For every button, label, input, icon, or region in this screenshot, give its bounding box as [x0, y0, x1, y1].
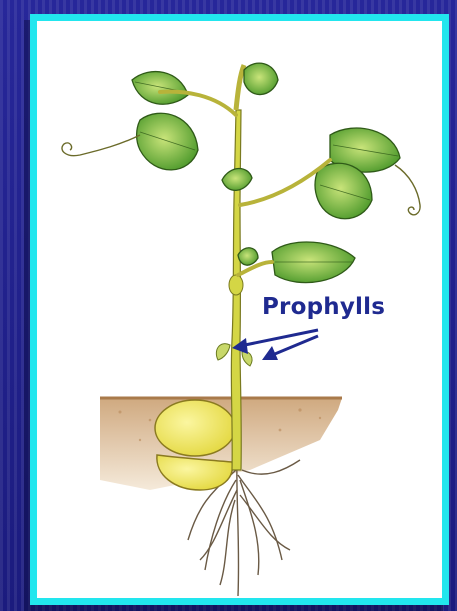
seed-cotyledons [155, 400, 235, 490]
leaves [132, 63, 400, 282]
prophylls-label: Prophylls [262, 294, 385, 320]
